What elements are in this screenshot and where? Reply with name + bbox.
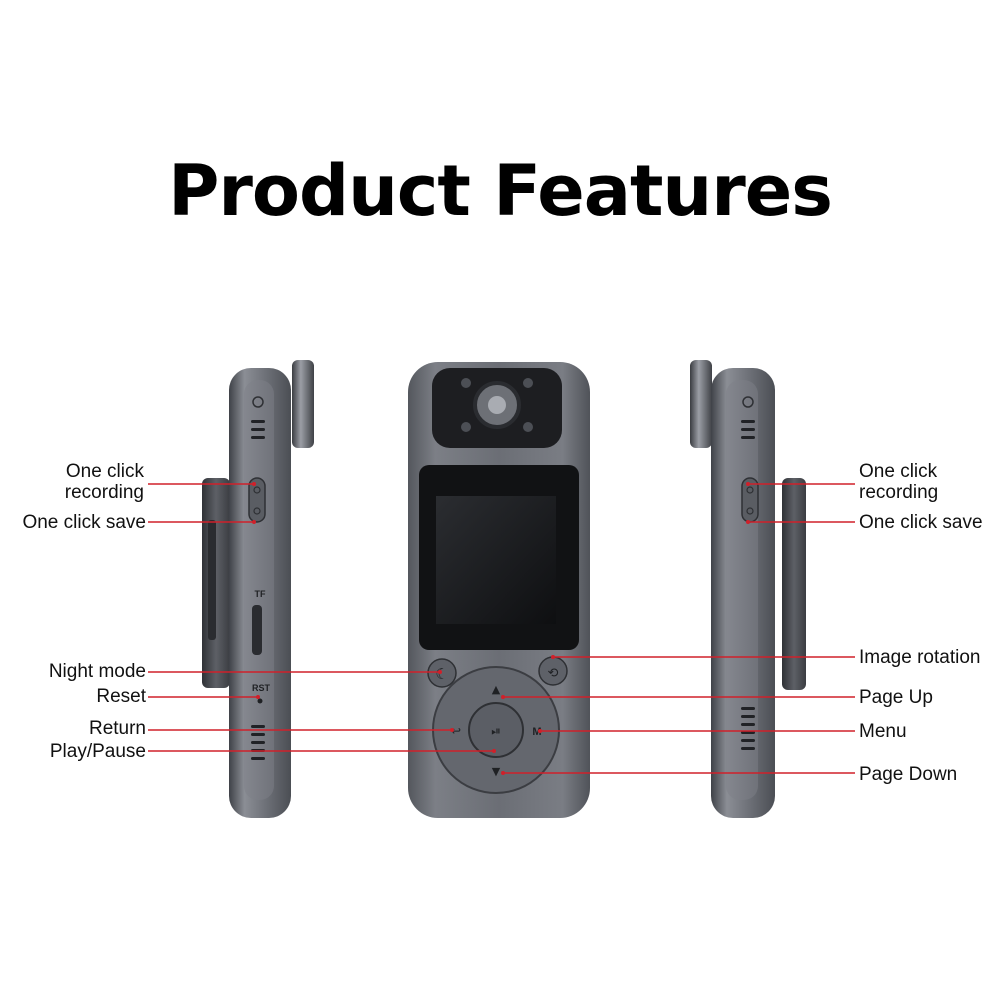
label-line-2: recording [859, 482, 939, 503]
label-line-2: recording [64, 482, 144, 503]
label-play-pause: Play/Pause [49, 741, 146, 762]
screen [436, 496, 556, 624]
label-page-up: Page Up [859, 687, 933, 708]
play-pause-button[interactable] [468, 702, 524, 758]
device-right-side [690, 360, 806, 818]
play-pause-icon: ⏯ [491, 724, 501, 738]
night-mode-button[interactable] [427, 658, 457, 688]
power-icon [252, 396, 264, 408]
lens-head [292, 360, 314, 448]
label-one-click-recording-left: One click recording [40, 461, 144, 503]
reset-hole [257, 698, 263, 704]
label-one-click-save-left: One click save [22, 512, 146, 533]
page-up-icon[interactable]: ▲ [492, 683, 501, 696]
lens-head [690, 360, 712, 448]
belt-clip [782, 478, 806, 690]
label-image-rotation: Image rotation [859, 647, 981, 668]
speaker-grille-bottom [741, 707, 755, 750]
speaker-grille [251, 420, 265, 439]
label-one-click-save-right: One click save [859, 512, 983, 533]
device-left-side: TF RST [202, 360, 314, 818]
label-page-down: Page Down [859, 764, 958, 785]
moon-icon: ☾ [435, 665, 448, 683]
tf-card-slot [252, 605, 262, 655]
label-night-mode: Night mode [48, 661, 146, 682]
page-down-icon[interactable]: ▼ [492, 765, 501, 778]
rotate-icon: ⟲ [548, 666, 559, 681]
device-front: ☾ ⟲ ⏯ ▲ ▼ ↩ M [408, 362, 590, 818]
tf-label: TF [255, 589, 266, 599]
page-title: Product Features [168, 150, 833, 232]
speaker-grille [741, 420, 755, 439]
label-return: Return [88, 718, 146, 739]
label-reset: Reset [96, 686, 146, 707]
label-menu: Menu [859, 721, 907, 742]
rst-label: RST [252, 683, 271, 693]
menu-key[interactable]: M [532, 726, 541, 738]
power-icon [742, 396, 754, 408]
callout-lines [148, 482, 855, 775]
label-line-1: One click [65, 461, 144, 482]
record-save-rocker [248, 477, 266, 523]
label-one-click-recording-right: One click recording [859, 461, 938, 503]
label-line-1: One click [859, 461, 938, 482]
return-icon[interactable]: ↩ [451, 724, 461, 738]
